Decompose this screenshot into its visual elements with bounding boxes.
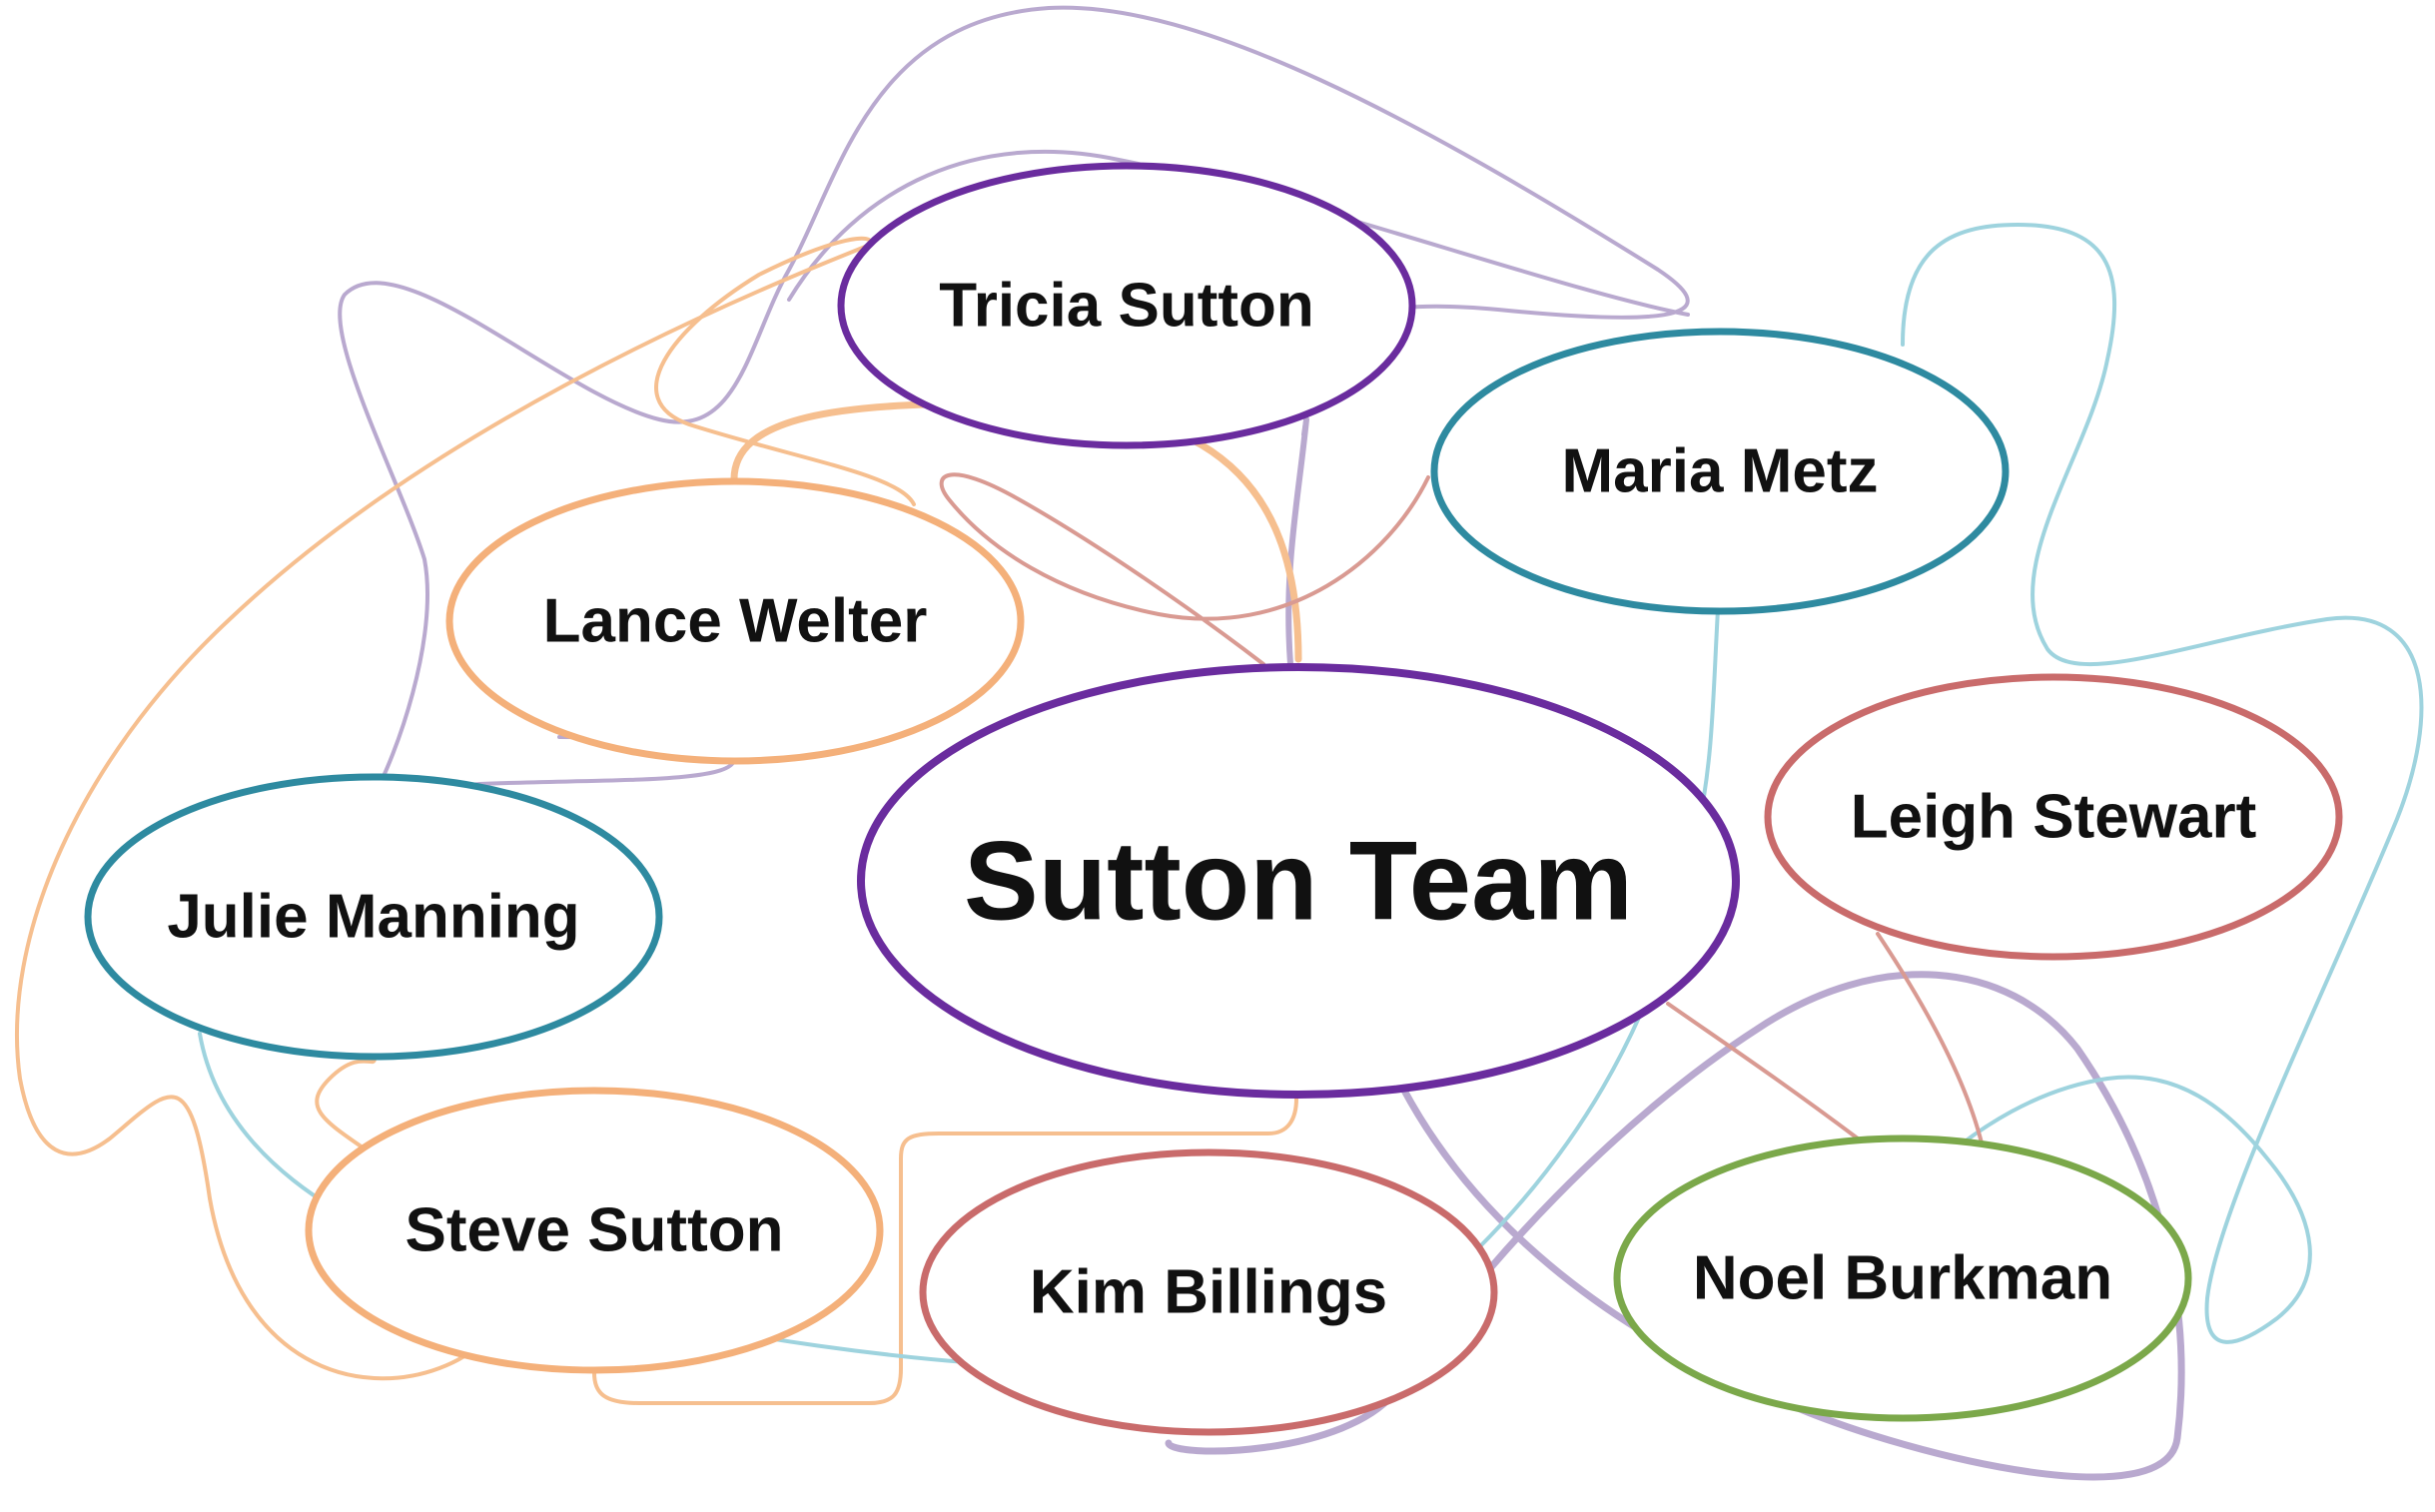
node-noel-burkman-label: Noel Burkman [1693, 1244, 2112, 1313]
node-maria-metz-label: Maria Metz [1562, 437, 1879, 506]
node-steve-sutton-ellipse [305, 1087, 884, 1374]
node-lance-welter[interactable]: Lance Welter [445, 477, 1025, 765]
node-tricia-sutton-label: Tricia Sutton [939, 272, 1313, 341]
node-steve-sutton-label: Steve Sutton [406, 1196, 784, 1265]
node-layer: Tricia Sutton Maria Metz Lance Welter Ju… [84, 162, 2343, 1436]
node-sutton-team-ellipse [857, 663, 1740, 1099]
connector-teal-right-loop [1901, 222, 2424, 1344]
node-leigh-stewart-label: Leigh Stewart [1851, 783, 2257, 852]
connector-orange-lance-swoop [654, 236, 916, 506]
node-sutton-team[interactable]: Sutton Team [857, 663, 1740, 1099]
node-noel-burkman-ellipse [1613, 1134, 2192, 1422]
node-julie-manning-ellipse [84, 773, 663, 1061]
node-leigh-stewart-ellipse [1764, 673, 2343, 961]
node-sutton-team-label: Sutton Team [964, 819, 1633, 944]
node-noel-burkman[interactable]: Noel Burkman [1613, 1134, 2192, 1422]
node-julie-manning-label: Julie Manning [167, 883, 579, 952]
node-leigh-stewart[interactable]: Leigh Stewart [1764, 673, 2343, 961]
node-maria-metz-ellipse [1430, 328, 2010, 615]
node-kim-billings-label: Kim Billings [1030, 1258, 1387, 1327]
node-lance-welter-label: Lance Welter [543, 587, 928, 656]
node-kim-billings[interactable]: Kim Billings [919, 1148, 1498, 1436]
node-steve-sutton[interactable]: Steve Sutton [305, 1087, 884, 1374]
connector-orange-steve-team [592, 1097, 1298, 1405]
node-julie-manning[interactable]: Julie Manning [84, 773, 663, 1061]
node-kim-billings-ellipse [919, 1148, 1498, 1436]
connector-red-team-maria [939, 472, 1430, 666]
connector-purple-tricia-team [1285, 416, 1309, 667]
node-tricia-sutton[interactable]: Tricia Sutton [837, 162, 1416, 449]
node-maria-metz[interactable]: Maria Metz [1430, 328, 2010, 615]
node-lance-welter-ellipse [445, 477, 1025, 765]
node-tricia-sutton-ellipse [837, 162, 1416, 449]
